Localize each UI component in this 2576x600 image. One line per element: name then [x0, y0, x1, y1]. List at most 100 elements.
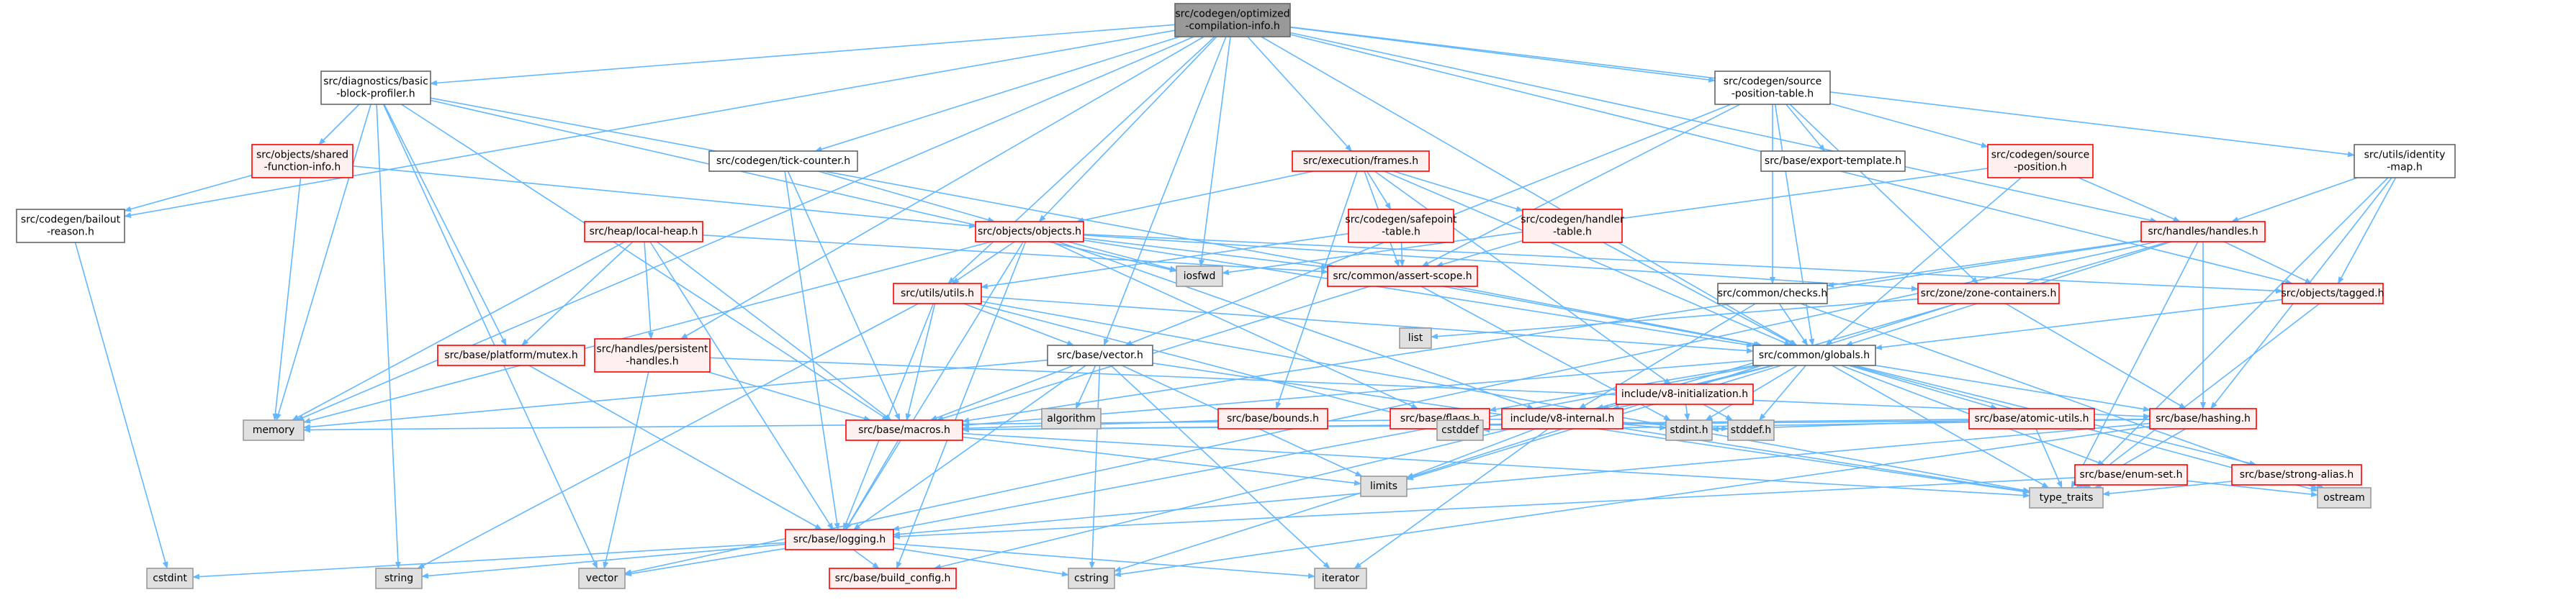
- node-build-config[interactable]: src/base/build_config.h: [829, 568, 957, 589]
- node-box: [1327, 265, 1478, 287]
- node-vector-h[interactable]: src/base/vector.h: [1047, 345, 1153, 366]
- node-label: src/base/hashing.h: [2156, 413, 2251, 424]
- node-box: [1292, 150, 1430, 172]
- node-box: [845, 419, 963, 441]
- edge-root-to-persistent: [680, 36, 1204, 340]
- node-cstddef: cstddef: [1436, 419, 1484, 441]
- edge-root-to-iosfwd: [1198, 36, 1231, 267]
- edge-root-to-basic_block: [430, 24, 1176, 86]
- edge-frames-to-safepoint: [1366, 171, 1392, 210]
- node-box: [1041, 408, 1102, 429]
- edge-objects-to-memory: [303, 241, 991, 424]
- node-box: [2029, 487, 2104, 509]
- node-src-pos-table[interactable]: src/codegen/source-position-table.h: [1714, 71, 1831, 105]
- node-box: [708, 150, 858, 172]
- node-box: [1714, 71, 1831, 105]
- node-mutex[interactable]: src/base/platform/mutex.h: [437, 345, 585, 366]
- node-box: [2317, 487, 2372, 509]
- node-box: [1987, 144, 2094, 178]
- edge-handles-to-vector: [624, 241, 2157, 576]
- node-globals[interactable]: src/common/globals.h: [1752, 345, 1876, 366]
- edge-local_heap-to-mutex: [521, 241, 634, 346]
- edge-objects-to-flags: [1051, 241, 1419, 409]
- node-hashing[interactable]: src/base/hashing.h: [2149, 408, 2257, 429]
- node-box: [893, 283, 982, 304]
- edge-assert_scope-to-globals: [1454, 286, 1763, 347]
- edge-local_heap-to-assert_scope: [702, 235, 1328, 275]
- node-label: src/execution/frames.h: [1303, 155, 1418, 167]
- edge-vector_h-to-macros: [929, 365, 1074, 421]
- node-tagged[interactable]: src/objects/tagged.h: [2282, 283, 2384, 304]
- edge-utils-to-globals: [981, 296, 1754, 354]
- node-safepoint[interactable]: src/codegen/safepoint-table.h: [1345, 209, 1457, 243]
- node-assert-scope[interactable]: src/common/assert-scope.h: [1327, 265, 1478, 287]
- node-zone-cont[interactable]: src/zone/zone-containers.h: [1917, 283, 2060, 304]
- node-label: src/common/globals.h: [1759, 350, 1870, 361]
- node-logging[interactable]: src/base/logging.h: [785, 529, 894, 550]
- edge-utils-to-type_traits: [981, 301, 2030, 494]
- node-v8internal[interactable]: include/v8-internal.h: [1501, 408, 1623, 429]
- node-box: [2140, 221, 2266, 242]
- node-tick-counter[interactable]: src/codegen/tick-counter.h: [708, 150, 858, 172]
- edge-v8init-to-stddef: [1703, 404, 1734, 421]
- node-handler-tbl[interactable]: src/codegen/handler-table.h: [1521, 209, 1624, 243]
- node-v8init[interactable]: include/v8-initialization.h: [1616, 383, 1754, 405]
- node-frames[interactable]: src/execution/frames.h: [1292, 150, 1430, 172]
- node-label: src/base/atomic-utils.h: [1975, 413, 2089, 424]
- node-label: src/base/vector.h: [1057, 350, 1143, 361]
- node-basic-block[interactable]: src/diagnostics/basic-block-profiler.h: [320, 71, 431, 105]
- edge-tagged-to-globals: [1875, 299, 2283, 350]
- node-label: src/codegen/bailout: [21, 214, 121, 226]
- node-box: [594, 338, 711, 373]
- edge-globals-to-stddef: [1759, 365, 1806, 421]
- node-iosfwd: iosfwd: [1176, 265, 1223, 287]
- node-box: [1717, 283, 1828, 304]
- edge-zone_cont-to-hashing: [2005, 303, 2187, 409]
- edge-basic_block-to-macros: [401, 104, 890, 421]
- node-label: src/codegen/safepoint: [1345, 214, 1457, 226]
- edge-src_position-to-globals: [1825, 177, 2022, 346]
- edge-tick_counter-to-objects: [818, 171, 996, 223]
- edge-tagged-to-type_traits: [2079, 303, 2320, 488]
- edge-basic_block-to-iosfwd: [430, 99, 1177, 273]
- node-bounds[interactable]: src/base/bounds.h: [1217, 408, 1328, 429]
- node-label: src/base/macros.h: [858, 424, 950, 436]
- edge-logging-to-iterator: [893, 543, 1315, 579]
- edge-checks-to-ostream: [1800, 303, 2318, 489]
- node-export-tpl[interactable]: src/base/export-template.h: [1760, 150, 1906, 172]
- node-persistent[interactable]: src/handles/persistent-handles.h: [594, 338, 711, 373]
- node-label: -compilation-info.h: [1185, 21, 1279, 32]
- edge-tick_counter-to-macros: [787, 171, 901, 421]
- node-identity-map[interactable]: src/utils/identity-map.h: [2354, 144, 2456, 178]
- node-atomic[interactable]: src/base/atomic-utils.h: [1968, 408, 2095, 429]
- edge-objects-to-build_config: [896, 241, 1027, 569]
- node-enum-set[interactable]: src/base/enum-set.h: [2074, 464, 2188, 486]
- node-box: [1217, 408, 1328, 429]
- node-box: [975, 221, 1084, 242]
- node-label: memory: [253, 424, 295, 436]
- node-src-position[interactable]: src/codegen/source-position.h: [1987, 144, 2094, 178]
- edge-local_heap-to-persistent: [644, 241, 654, 340]
- node-utils[interactable]: src/utils/utils.h: [893, 283, 982, 304]
- node-root[interactable]: src/codegen/optimized-compilation-info.h: [1174, 3, 1291, 37]
- edge-handles-to-tagged: [2223, 241, 2312, 284]
- node-checks[interactable]: src/common/checks.h: [1717, 283, 1828, 304]
- node-label: src/heap/local-heap.h: [590, 226, 698, 237]
- node-strong-alias[interactable]: src/base/strong-alias.h: [2231, 464, 2362, 486]
- node-label: src/handles/persistent: [596, 344, 708, 355]
- node-label: src/base/enum-set.h: [2079, 469, 2182, 481]
- node-objects[interactable]: src/objects/objects.h: [975, 221, 1084, 242]
- node-local-heap[interactable]: src/heap/local-heap.h: [584, 221, 703, 242]
- node-box: [1968, 408, 2095, 429]
- node-bailout[interactable]: src/codegen/bailout-reason.h: [16, 209, 125, 243]
- node-box: [1399, 327, 1432, 349]
- node-handles[interactable]: src/handles/handles.h: [2140, 221, 2266, 242]
- node-label: src/codegen/source: [1991, 150, 2090, 161]
- node-macros[interactable]: src/base/macros.h: [845, 419, 963, 441]
- node-box: [1752, 345, 1876, 366]
- node-label: iterator: [1322, 573, 1359, 584]
- edge-bailout-to-cstdint: [74, 242, 168, 569]
- node-shared-fn[interactable]: src/objects/shared-function-info.h: [251, 144, 353, 178]
- edge-persistent-to-vector: [603, 371, 649, 569]
